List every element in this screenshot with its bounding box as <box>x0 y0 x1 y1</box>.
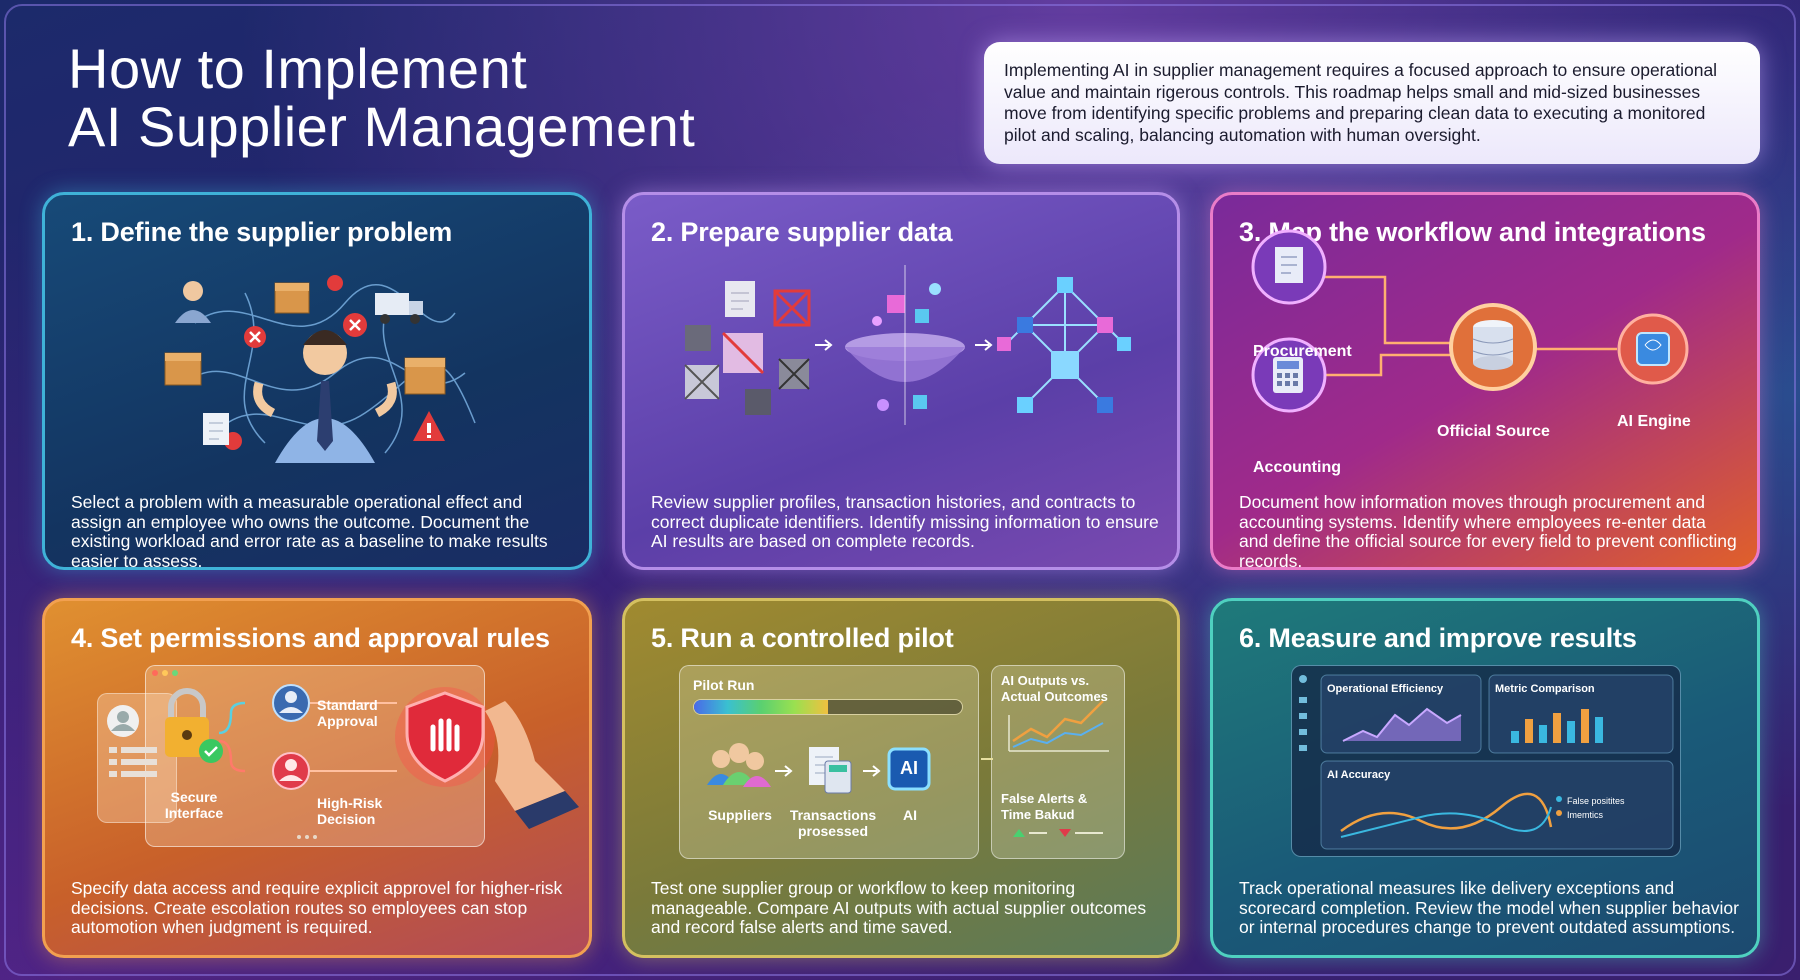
card-title: 4. Set permissions and approval rules <box>71 623 550 653</box>
label-secure-interface: Secure Interface <box>164 789 224 821</box>
efficiency-area-chart <box>1342 707 1462 742</box>
label-transactions: Transactions prosessed <box>789 807 877 839</box>
accounting-icon <box>1251 337 1327 413</box>
page-title: How to Implement AI Supplier Management <box>68 40 695 156</box>
database-icon <box>1449 303 1537 391</box>
node-label-procurement: Procurement <box>1253 343 1352 360</box>
label-ai: AI <box>903 807 917 823</box>
label-pilot-run: Pilot Run <box>693 677 755 693</box>
accuracy-line-chart <box>1340 792 1562 838</box>
node-label-accounting: Accounting <box>1253 459 1341 476</box>
label-standard-approval: Standard Approval <box>317 697 378 729</box>
card-define-problem: 1. Define the supplier problem Select a … <box>42 192 592 570</box>
node-label-ai-engine: AI Engine <box>1617 413 1691 430</box>
permissions-illustration <box>107 670 579 839</box>
ai-chip-text: AI <box>900 758 918 778</box>
transactions-icon <box>809 747 852 794</box>
label-false-alerts: False Alerts & Time Bakud <box>1001 791 1088 822</box>
messy-data-icon <box>684 281 811 415</box>
confused-employee-illustration <box>164 275 476 463</box>
outputs-panel <box>991 665 1125 859</box>
pilot-illustration <box>707 700 1109 837</box>
card-map-workflow: 3. Map the workflow and integrations Pro… <box>1210 192 1760 570</box>
card-description: Test one supplier group or workflow to k… <box>651 878 1147 937</box>
card-title: 1. Define the supplier problem <box>71 217 453 247</box>
person-icon <box>175 281 211 323</box>
card-prepare-data: 2. Prepare supplier data Review supplier… <box>622 192 1180 570</box>
suppliers-icon <box>707 743 771 787</box>
workflow-diagram <box>1251 229 1689 413</box>
card-description: Track operational measures like delivery… <box>1239 878 1739 937</box>
label-ai-outputs: AI Outputs vs. Actual Outcomes <box>1001 673 1108 704</box>
clean-network-icon <box>1004 283 1126 406</box>
document-icon <box>203 413 229 445</box>
label-suppliers: Suppliers <box>708 807 772 823</box>
data-cleaning-illustration <box>684 265 1131 425</box>
padlock-icon <box>165 688 223 763</box>
procurement-icon <box>1251 229 1327 305</box>
brain-chip-icon <box>1617 313 1689 385</box>
dashboard-illustration <box>1299 674 1674 850</box>
worried-man <box>253 330 397 463</box>
high-risk-user-icon <box>272 752 310 790</box>
card-permissions: 4. Set permissions and approval rules Se… <box>42 598 592 958</box>
card-description: Select a problem with a measurable opera… <box>71 492 548 570</box>
avatar-icon <box>107 705 139 737</box>
card-title: 2. Prepare supplier data <box>651 217 953 247</box>
alert-indicators <box>1013 829 1103 837</box>
node-label-official-source: Official Source <box>1437 423 1550 440</box>
shield-stop-icon <box>395 687 495 787</box>
intro-text: Implementing AI in supplier management r… <box>984 42 1760 164</box>
pilot-progress-bar <box>693 699 963 715</box>
card-description: Document how information moves through p… <box>1239 492 1737 570</box>
box-icon <box>274 282 310 314</box>
card-description: Specify data access and require explicit… <box>71 878 563 937</box>
truck-icon <box>375 293 423 324</box>
outputs-line-chart <box>1008 700 1109 752</box>
label-operational-efficiency: Operational Efficiency <box>1327 683 1444 695</box>
card-title: 6. Measure and improve results <box>1239 623 1637 653</box>
card-measure: 6. Measure and improve results Operation… <box>1210 598 1760 958</box>
comparison-bar-chart <box>1511 709 1603 743</box>
card-pilot: 5. Run a controlled pilot Pilot Run AI S… <box>622 598 1180 958</box>
legend-second-series: Imemtics <box>1567 810 1603 820</box>
hand-icon <box>485 701 579 829</box>
label-high-risk-decision: High-Risk Decision <box>317 795 383 827</box>
label-ai-accuracy: AI Accuracy <box>1327 769 1391 781</box>
page-title-line1: How to Implement <box>68 37 528 100</box>
filter-bowl-icon <box>845 265 965 425</box>
warning-icon <box>413 411 445 441</box>
legend-false-positives: False positites <box>1567 796 1625 806</box>
page-title-line2: AI Supplier Management <box>68 95 696 158</box>
card-description: Review supplier profiles, transaction hi… <box>651 492 1159 551</box>
ai-chip-icon <box>887 747 931 791</box>
label-metric-comparison: Metric Comparison <box>1495 683 1595 695</box>
standard-user-icon <box>272 684 310 722</box>
card-title: 5. Run a controlled pilot <box>651 623 954 653</box>
